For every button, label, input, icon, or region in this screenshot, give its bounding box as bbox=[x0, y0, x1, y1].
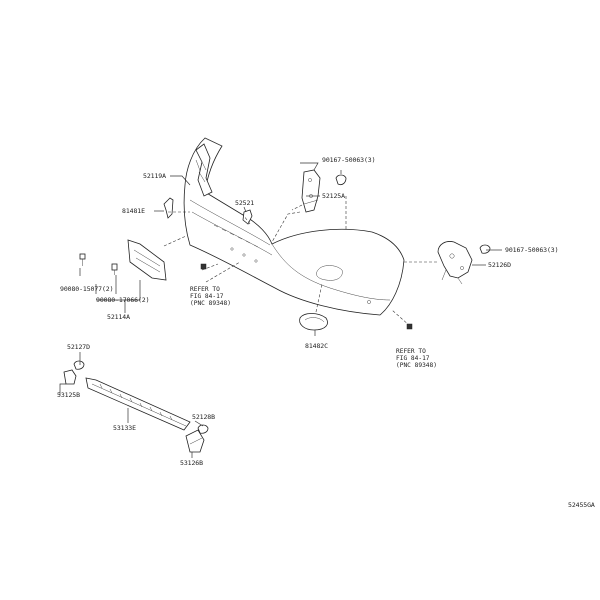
cap-53126B bbox=[185, 429, 205, 453]
bracket-52119A bbox=[195, 143, 213, 197]
retainer-52125A bbox=[301, 169, 321, 213]
label-53125B: 53125B bbox=[57, 391, 80, 399]
refer-note-center-line3: (PNC 89348) bbox=[190, 300, 231, 307]
label-53133E: 53133E bbox=[113, 424, 136, 432]
bracket-52114A bbox=[127, 239, 167, 281]
label-52128B: 52128B bbox=[192, 413, 215, 421]
label-90167-50063-right: 90167-50063(3) bbox=[505, 246, 559, 254]
garnish-53133E bbox=[85, 377, 191, 431]
label-81482C: 81482C bbox=[305, 342, 328, 350]
label-90167-50063-top: 90167-50063(3) bbox=[322, 156, 376, 164]
label-53126B: 53126B bbox=[180, 459, 203, 467]
bolt-90080-15077 bbox=[79, 253, 86, 266]
refer-note-center: REFER TO FIG 84-17 (PNC 89348) bbox=[190, 286, 231, 307]
refer-note-right: REFER TO FIG 84-17 (PNC 89348) bbox=[396, 348, 437, 369]
refer-note-center-line1: REFER TO bbox=[190, 286, 220, 293]
clip-90167-top bbox=[335, 174, 347, 186]
reflector-81482C bbox=[299, 313, 328, 331]
bolt-center bbox=[200, 263, 207, 270]
label-52125A: 52125A bbox=[322, 192, 345, 200]
retainer-52126D bbox=[437, 241, 473, 285]
refer-note-right-line3: (PNC 89348) bbox=[396, 362, 437, 369]
clip-90167-right bbox=[479, 244, 491, 254]
label-90080-15077: 90080-15077(2) bbox=[60, 285, 114, 293]
bumper-cover bbox=[183, 137, 405, 316]
clip-52127D bbox=[73, 360, 85, 370]
label-81481E: 81481E bbox=[122, 207, 145, 215]
diagram-id: 52455GA bbox=[568, 501, 595, 509]
refer-note-right-line1: REFER TO bbox=[396, 348, 426, 355]
refer-note-center-line2: FIG 84-17 bbox=[190, 293, 224, 300]
leader-lines bbox=[59, 162, 502, 458]
dashed-reference-lines bbox=[163, 196, 438, 327]
refer-note-right-line2: FIG 84-17 bbox=[396, 355, 430, 362]
label-52114A: 52114A bbox=[107, 313, 130, 321]
label-52119A: 52119A bbox=[143, 172, 166, 180]
bolt-90080-17066 bbox=[111, 263, 118, 275]
pad-81481E bbox=[163, 197, 174, 219]
label-90080-17066: 90080-17066(2) bbox=[96, 296, 150, 304]
label-52521: 52521 bbox=[235, 199, 255, 207]
clip-52128B bbox=[197, 424, 209, 434]
cap-53125B bbox=[63, 369, 77, 385]
label-52127D: 52127D bbox=[67, 343, 90, 351]
bolt-right bbox=[406, 323, 413, 330]
clip-52521 bbox=[242, 209, 253, 225]
label-52126D: 52126D bbox=[488, 261, 511, 269]
